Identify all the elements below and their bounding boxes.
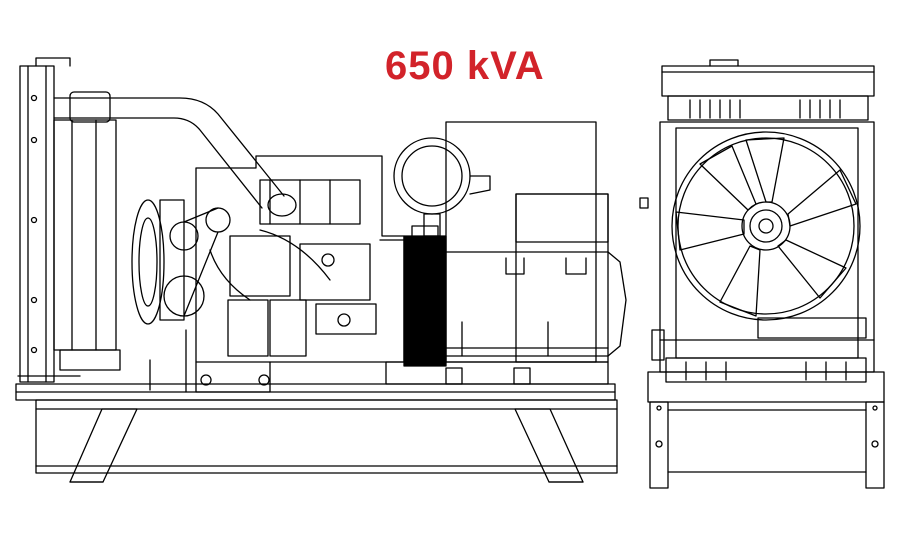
side-alternator: [386, 122, 626, 384]
side-view: [16, 58, 626, 482]
power-rating-label: 650 kVA: [385, 44, 545, 88]
side-fan-drive: [132, 200, 230, 324]
front-base-frame: [648, 358, 884, 488]
side-air-filter: [394, 138, 490, 236]
front-fan: [672, 132, 860, 320]
fan-blades: [676, 138, 856, 316]
front-view: [640, 60, 884, 488]
side-engine-block: [196, 156, 404, 392]
side-base-frame: [16, 384, 617, 482]
front-top-housing: [662, 60, 874, 120]
front-radiator-frame: [640, 122, 874, 372]
side-radiator: [18, 58, 120, 382]
side-coolant-pipe: [54, 92, 296, 392]
